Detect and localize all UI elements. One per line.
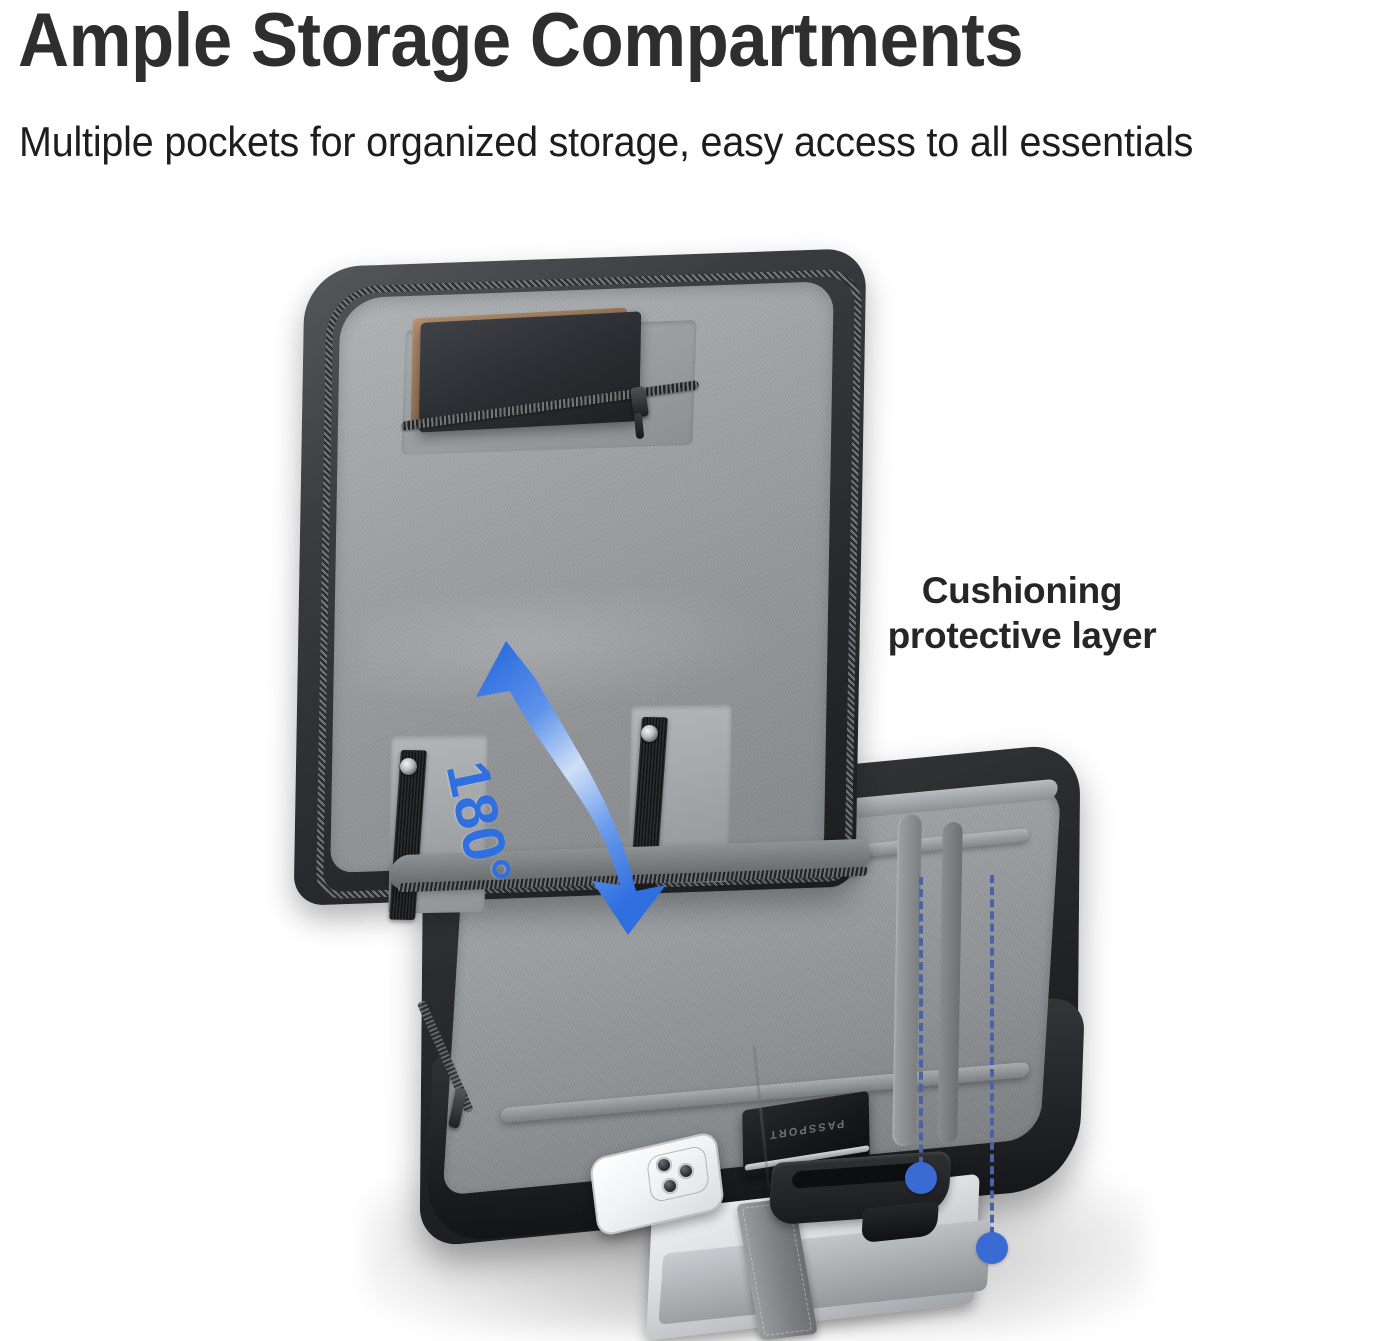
- camera-lens-icon: [656, 1157, 672, 1173]
- cushioning-callout-line1: Cushioning: [921, 570, 1123, 611]
- page-title: Ample Storage Compartments: [18, 0, 1024, 83]
- callout-dot-left: [905, 1162, 937, 1194]
- callout-dot-right: [976, 1232, 1008, 1264]
- page-subtitle: Multiple pockets for organized storage, …: [19, 118, 1194, 165]
- cushioning-callout-line2: protective layer: [887, 615, 1157, 656]
- camera-lens-icon: [662, 1178, 678, 1194]
- rotation-arrow-icon: [476, 641, 666, 935]
- infographic-root: Ample Storage Compartments Multiple pock…: [0, 0, 1376, 1283]
- snap-button-icon: [641, 725, 658, 742]
- leader-line-right: [990, 875, 994, 1247]
- leader-line-left: [919, 877, 923, 1177]
- cushioning-callout: Cushioning protective layer: [772, 568, 1272, 658]
- camera-lens-icon: [678, 1163, 694, 1179]
- snap-button-icon: [400, 758, 417, 775]
- product-photo: PASSPORT: [0, 215, 1376, 1341]
